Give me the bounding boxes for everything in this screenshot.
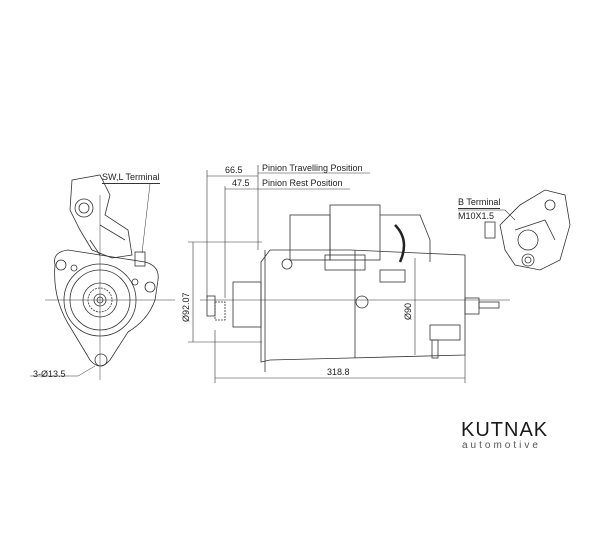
front-view [30,174,175,380]
rear-view [484,189,571,271]
overall-length-dimension: 318.8 [327,367,350,377]
logo-subtitle: automotive [462,440,541,451]
logo-brand: KUTNAK [461,419,549,441]
dimension-lines [188,165,516,383]
side-view [200,204,510,372]
sw-terminal-label: SW,L Terminal [102,172,160,184]
pinion-rest-label: Pinion Rest Position [262,178,343,188]
pinion-travel-dimension: 66.5 [225,165,243,175]
b-terminal-thread-label: M10X1.5 [458,211,495,221]
flange-diameter-dimension: Ø92.07 [181,292,191,322]
mounting-holes-label: 3-Ø13.5 [33,369,66,379]
body-diameter-dimension: Ø90 [403,302,413,320]
kutnak-logo: KUTNAK automotive [461,420,548,451]
b-terminal-label: B Terminal [458,197,501,209]
pinion-travel-label: Pinion Travelling Position [262,163,363,173]
pinion-rest-dimension: 47.5 [232,178,250,188]
